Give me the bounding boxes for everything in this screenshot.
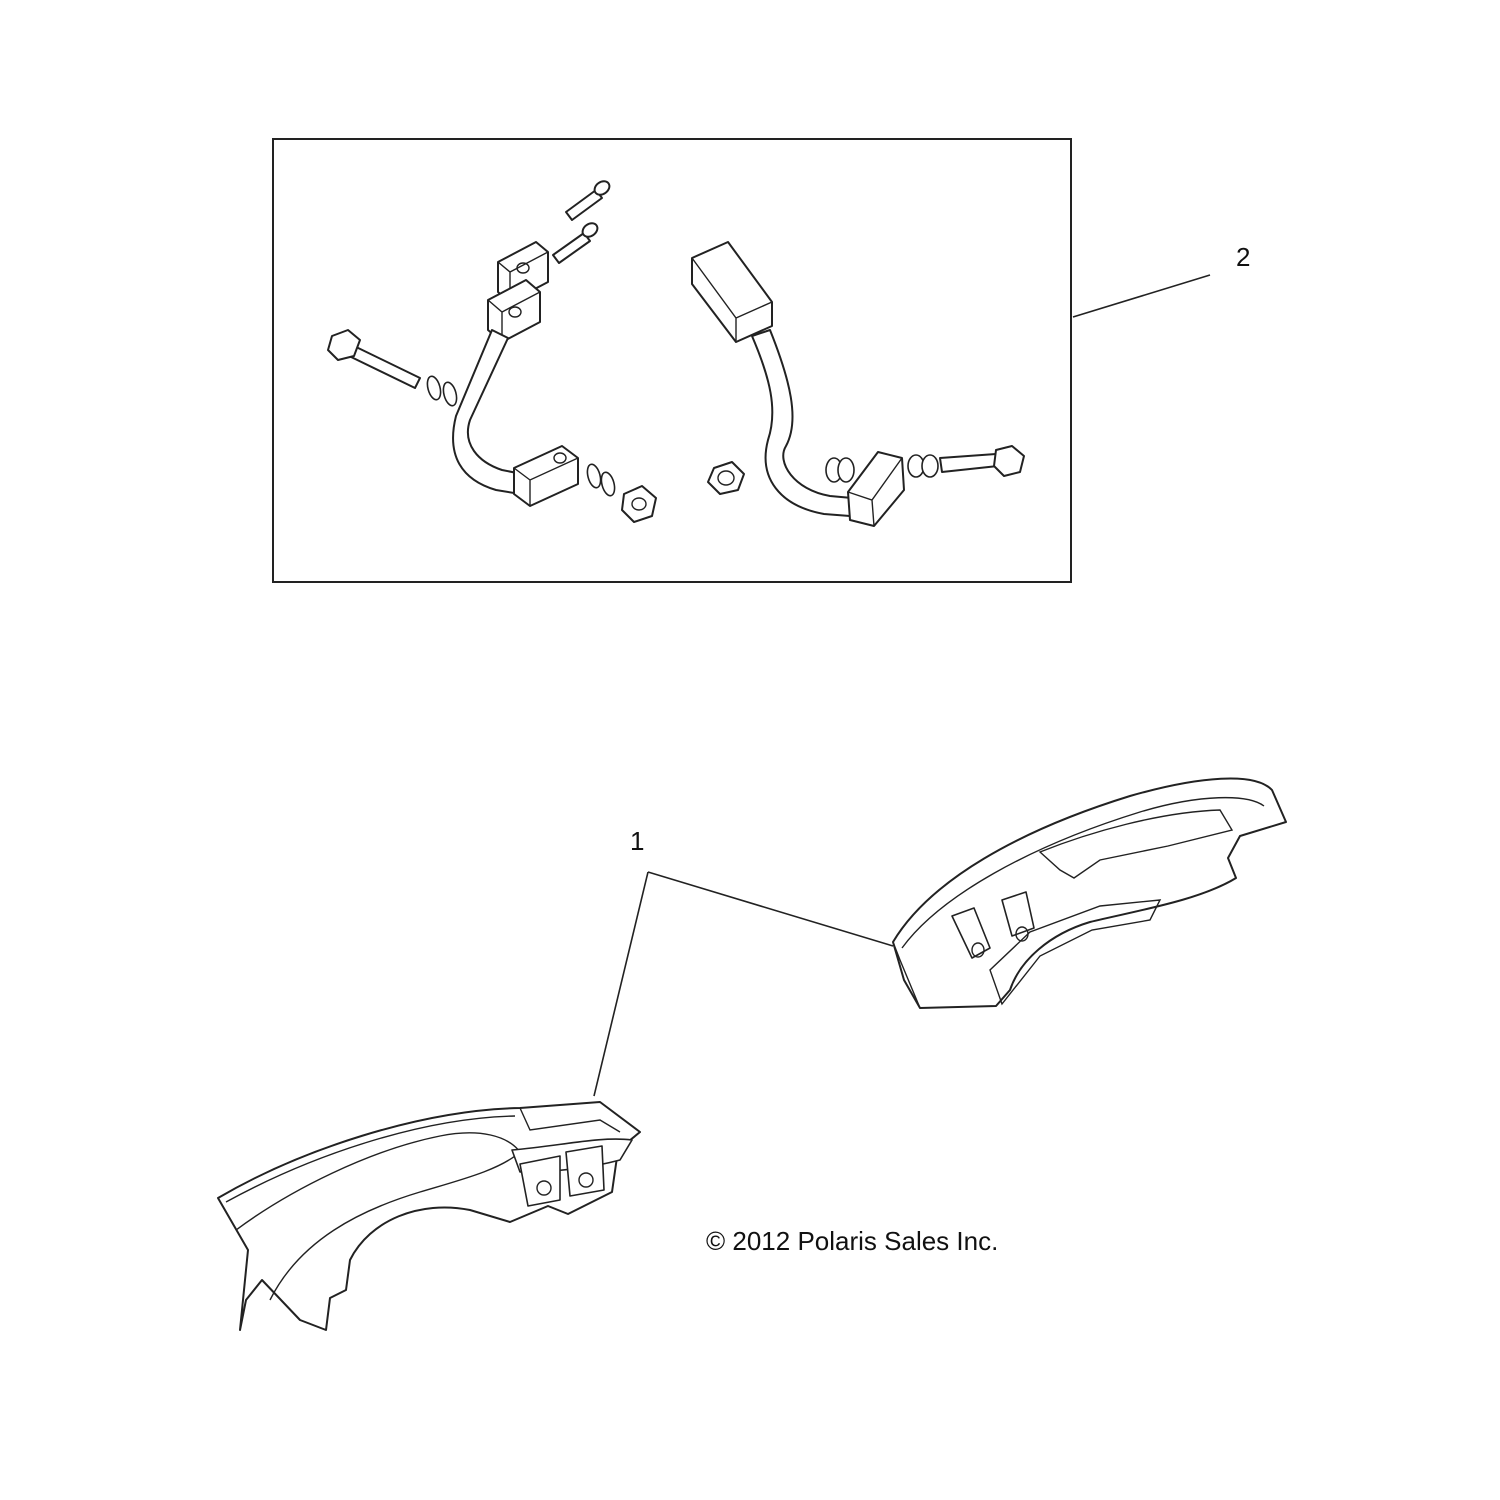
handguard-left — [217, 1101, 641, 1331]
leader-lines-1 — [593, 871, 894, 1097]
small-bolt-icon — [552, 222, 599, 264]
callout-label-1: 1 — [630, 826, 645, 856]
kit-box — [272, 138, 1072, 583]
leader-line-2 — [1072, 274, 1211, 318]
long-bolt-icon — [327, 329, 421, 389]
right-bracket-bar — [751, 329, 853, 517]
clamp-block-icon — [847, 451, 905, 527]
clamp-block-icon — [513, 445, 579, 507]
callout-label-2: 2 — [1236, 242, 1251, 272]
lock-washer-icon — [426, 375, 458, 407]
mount-kit-hardware — [327, 180, 1025, 527]
clamp-block-icon — [487, 241, 549, 343]
flange-nut-icon — [621, 485, 657, 523]
long-bolt-icon — [939, 445, 1025, 477]
handguard-right — [892, 777, 1287, 1009]
bushing-icon — [707, 461, 745, 495]
copyright-notice: © 2012 Polaris Sales Inc. — [706, 1226, 999, 1256]
lock-washer-icon — [907, 454, 939, 478]
clamp-block-icon — [691, 241, 773, 343]
lock-washer-icon — [825, 457, 855, 483]
small-bolt-icon — [565, 180, 611, 221]
left-bracket-bar — [452, 329, 523, 495]
lock-washer-icon — [586, 463, 616, 497]
